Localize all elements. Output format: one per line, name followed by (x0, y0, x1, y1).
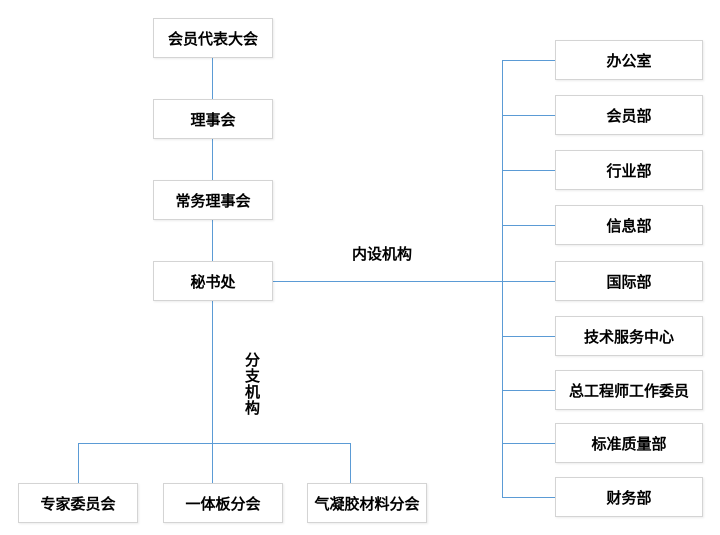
node-chief-engineer-committee: 总工程师工作委员 (555, 370, 703, 410)
node-office-dept: 办公室 (555, 40, 703, 80)
node-member-congress: 会员代表大会 (153, 18, 273, 58)
node-standards-quality-dept: 标准质量部 (555, 423, 703, 463)
node-information-dept: 信息部 (555, 205, 703, 245)
connector-stub-chief-engineer (502, 390, 555, 391)
node-secretariat: 秘书处 (153, 261, 273, 301)
connector-stub-information (502, 225, 555, 226)
connector-stub-membership (502, 115, 555, 116)
connector-stub-tech-service (502, 336, 555, 337)
connector-secretariat-departments (273, 281, 555, 282)
connector-stub-standards (502, 443, 555, 444)
connector-stub-finance (502, 497, 555, 498)
connector-drop-expert (78, 443, 79, 483)
node-membership-dept: 会员部 (555, 95, 703, 135)
connector-drop-aerogel (350, 443, 351, 483)
node-aerogel-material-branch: 气凝胶材料分会 (307, 483, 427, 523)
node-standing-council: 常务理事会 (153, 180, 273, 220)
connector-stub-office (502, 60, 555, 61)
node-expert-committee: 专家委员会 (18, 483, 138, 523)
node-council: 理事会 (153, 99, 273, 139)
node-international-dept: 国际部 (555, 261, 703, 301)
connector-congress-council (212, 58, 213, 99)
connector-standing-secretariat (212, 220, 213, 261)
connector-departments-trunk (502, 60, 503, 497)
connector-stub-industry (502, 170, 555, 171)
connector-secretariat-branches (212, 301, 213, 483)
node-integrated-panel-branch: 一体板分会 (163, 483, 283, 523)
connector-council-standing (212, 139, 213, 180)
internal-orgs-label: 内设机构 (352, 246, 413, 263)
node-finance-dept: 财务部 (555, 477, 703, 517)
connector-branches-horizontal (78, 443, 350, 444)
branch-orgs-label: 分支机构 (243, 352, 260, 416)
node-industry-dept: 行业部 (555, 150, 703, 190)
node-tech-service-center: 技术服务中心 (555, 316, 703, 356)
